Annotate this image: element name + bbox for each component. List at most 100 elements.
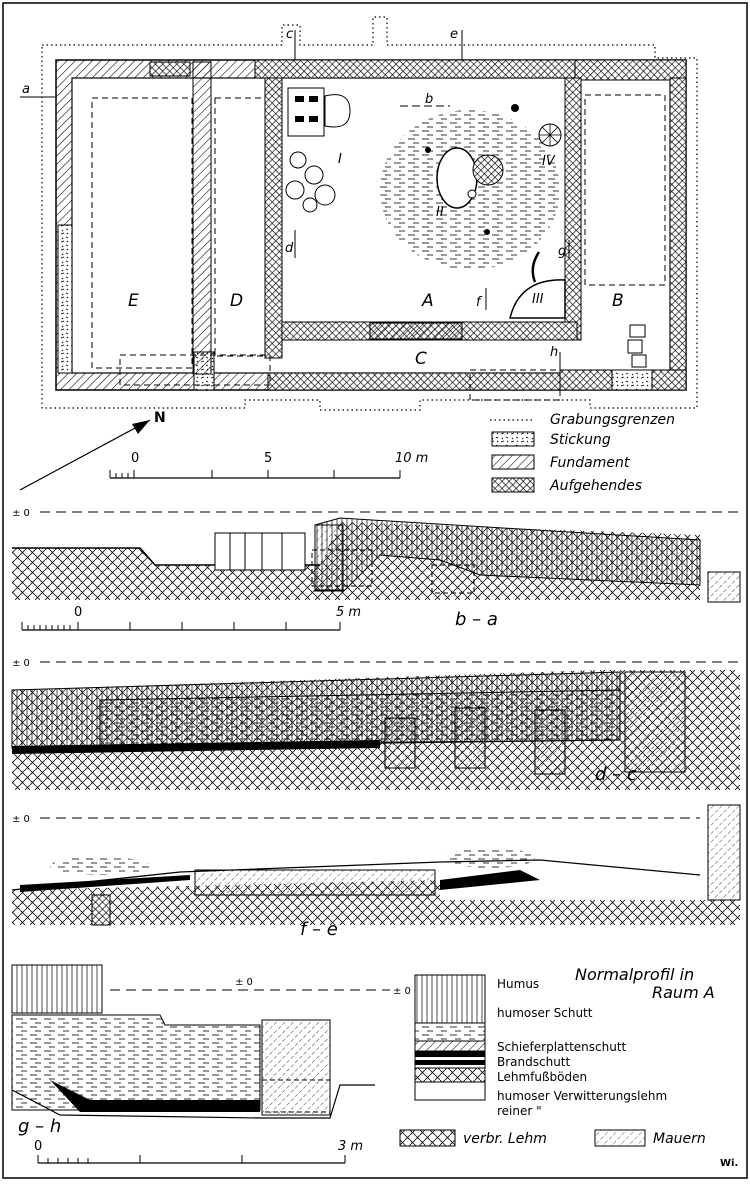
profile-layer-label: Schieferplattenschutt bbox=[497, 1040, 627, 1054]
section-rubble bbox=[99, 689, 621, 746]
north-arrow-icon bbox=[19, 419, 151, 491]
datum-label: ± 0 bbox=[235, 977, 253, 988]
profile-layer-label: reiner " bbox=[497, 1104, 542, 1118]
room-label-c: C bbox=[415, 349, 427, 369]
section-scale-ticks bbox=[21, 622, 341, 630]
profile-layer-verwitterung bbox=[414, 1067, 486, 1083]
room-label-a: A bbox=[421, 291, 434, 311]
section-burnt-layer bbox=[50, 1080, 260, 1112]
section-label-e: e bbox=[450, 27, 458, 42]
section-wall bbox=[314, 524, 344, 592]
section-wall bbox=[624, 671, 686, 773]
wall-rising bbox=[264, 77, 283, 359]
section-rubble bbox=[50, 857, 150, 875]
section-label-d: d bbox=[285, 241, 294, 256]
section-gh-scale-3: 3 m bbox=[338, 1139, 363, 1154]
excavation-limit bbox=[41, 16, 698, 411]
section-ba-scale-5: 5 m bbox=[336, 605, 361, 620]
section-gh-label: g – h bbox=[18, 1116, 61, 1137]
dashed-outline bbox=[584, 94, 666, 286]
legend-label-mauern: Mauern bbox=[653, 1131, 706, 1147]
stone bbox=[629, 324, 646, 338]
feature-label-iv: IV bbox=[542, 154, 556, 169]
legend-label-stickung: Stickung bbox=[550, 432, 611, 448]
profile-title-2: Raum A bbox=[652, 983, 715, 1002]
section-scale-ticks bbox=[37, 1155, 346, 1163]
legend-swatch-aufgehendes bbox=[491, 477, 535, 493]
legend-label-aufgehendes: Aufgehendes bbox=[549, 478, 642, 494]
section-wall bbox=[534, 709, 566, 775]
normal-profile: ± 0 Normalprofil in Raum A Humus humoser… bbox=[393, 965, 715, 1147]
section-dashed bbox=[431, 564, 475, 594]
plan-scale-bar bbox=[109, 470, 401, 479]
section-wall bbox=[194, 869, 436, 896]
profile-title-1: Normalprofil in bbox=[575, 965, 694, 984]
feature-oven-III bbox=[509, 279, 566, 319]
dashed-outline bbox=[469, 369, 561, 401]
section-ground bbox=[12, 880, 740, 925]
feature-hearth-II bbox=[425, 104, 519, 235]
feature-oven-III bbox=[531, 251, 541, 283]
profile-layer-label: Lehmfußböden bbox=[497, 1070, 587, 1084]
plan-scale-10: 10 m bbox=[395, 451, 428, 466]
section-profile bbox=[11, 1084, 375, 1119]
section-burnt-layer bbox=[440, 870, 540, 890]
section-f-e: ± 0 f – e bbox=[11, 804, 741, 940]
section-wall bbox=[707, 804, 741, 901]
dashed-outline bbox=[119, 354, 271, 386]
wall-rising bbox=[267, 372, 569, 391]
wall-stickung bbox=[611, 369, 653, 391]
section-b-a: ± 0 0 5 m b – a bbox=[12, 508, 741, 631]
wall-rising bbox=[669, 77, 687, 391]
wall-rising bbox=[574, 59, 687, 81]
section-label-b: b bbox=[425, 92, 433, 107]
section-ba-label: b – a bbox=[455, 609, 498, 630]
datum-label: ± 0 bbox=[393, 986, 411, 997]
wall-foundation bbox=[369, 322, 463, 340]
room-label-b: B bbox=[612, 291, 624, 311]
legend-label-lehm: verbr. Lehm bbox=[463, 1131, 547, 1147]
feature-IV-rays bbox=[539, 124, 561, 146]
feature-stones-I bbox=[285, 87, 351, 213]
wall-rising bbox=[564, 77, 582, 341]
draftsman-signature: Wi. bbox=[720, 1158, 738, 1169]
wall-stickung bbox=[57, 224, 73, 374]
section-label-h: h bbox=[550, 345, 558, 360]
ground-plan: A B C D E I II III IV a b c d e f g h N … bbox=[19, 16, 698, 491]
datum-label: ± 0 bbox=[12, 814, 30, 825]
section-rubble bbox=[445, 848, 535, 868]
section-burnt-layer bbox=[20, 875, 190, 892]
feature-label-iii: III bbox=[532, 292, 544, 307]
datum-label: ± 0 bbox=[12, 658, 30, 669]
section-label-c: c bbox=[286, 27, 293, 42]
profile-layer-label: humoser Schutt bbox=[497, 1006, 593, 1020]
section-dc-label: d – c bbox=[595, 764, 637, 785]
section-wall bbox=[261, 1019, 331, 1116]
legend-swatch-fundament bbox=[491, 454, 535, 470]
section-dashed bbox=[261, 1079, 331, 1113]
datum-label: ± 0 bbox=[12, 508, 30, 519]
north-arrow-icon bbox=[132, 420, 150, 434]
wall-rising bbox=[254, 59, 576, 79]
section-wall bbox=[454, 707, 486, 769]
wall-foundation bbox=[192, 61, 212, 375]
wall-rising bbox=[149, 61, 191, 77]
dashed-outline bbox=[91, 97, 193, 369]
section-stones bbox=[214, 532, 306, 571]
plan-legend: Grabungsgrenzen Stickung Fundament Aufge… bbox=[490, 412, 675, 494]
legend-swatch-lehm bbox=[399, 1129, 456, 1147]
section-posthole bbox=[91, 894, 111, 926]
stone bbox=[627, 339, 643, 354]
section-gh-scale-0: 0 bbox=[34, 1139, 42, 1154]
profile-layer-brand bbox=[415, 1051, 485, 1057]
legend-swatch-stickung bbox=[491, 431, 535, 447]
plan-scale-5: 5 bbox=[264, 451, 272, 466]
section-fe-label: f – e bbox=[300, 919, 338, 940]
profile-layer-schutt bbox=[414, 1022, 486, 1042]
legend-swatch-mauern bbox=[594, 1129, 646, 1147]
profile-layer-label: Humus bbox=[497, 977, 539, 991]
section-ba-scale-0: 0 bbox=[74, 605, 82, 620]
